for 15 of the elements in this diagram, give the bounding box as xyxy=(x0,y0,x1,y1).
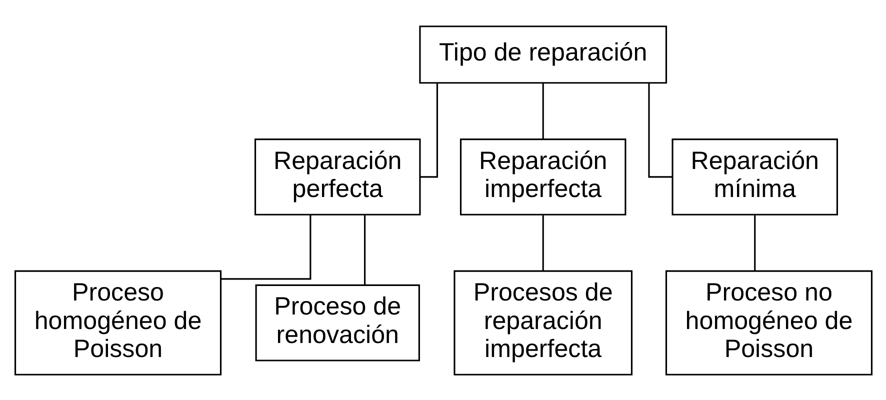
connector xyxy=(420,82,438,178)
connector xyxy=(364,214,366,284)
node-box: Reparación imperfecta xyxy=(459,138,626,215)
connector xyxy=(754,214,756,271)
connector xyxy=(542,82,544,138)
node-box: Reparación mínima xyxy=(671,138,838,215)
node-box: Tipo de reparación xyxy=(418,25,667,84)
node-box: Proceso no homogéneo de Poisson xyxy=(664,270,872,375)
node-box: Proceso homogéneo de Poisson xyxy=(14,270,222,375)
node-box: Procesos de reparación imperfecta xyxy=(453,270,632,375)
node-box: Reparación perfecta xyxy=(254,138,420,215)
connector xyxy=(220,214,311,280)
node-box: Proceso de renovación xyxy=(254,284,420,361)
connector xyxy=(542,214,544,271)
connector xyxy=(648,82,672,178)
